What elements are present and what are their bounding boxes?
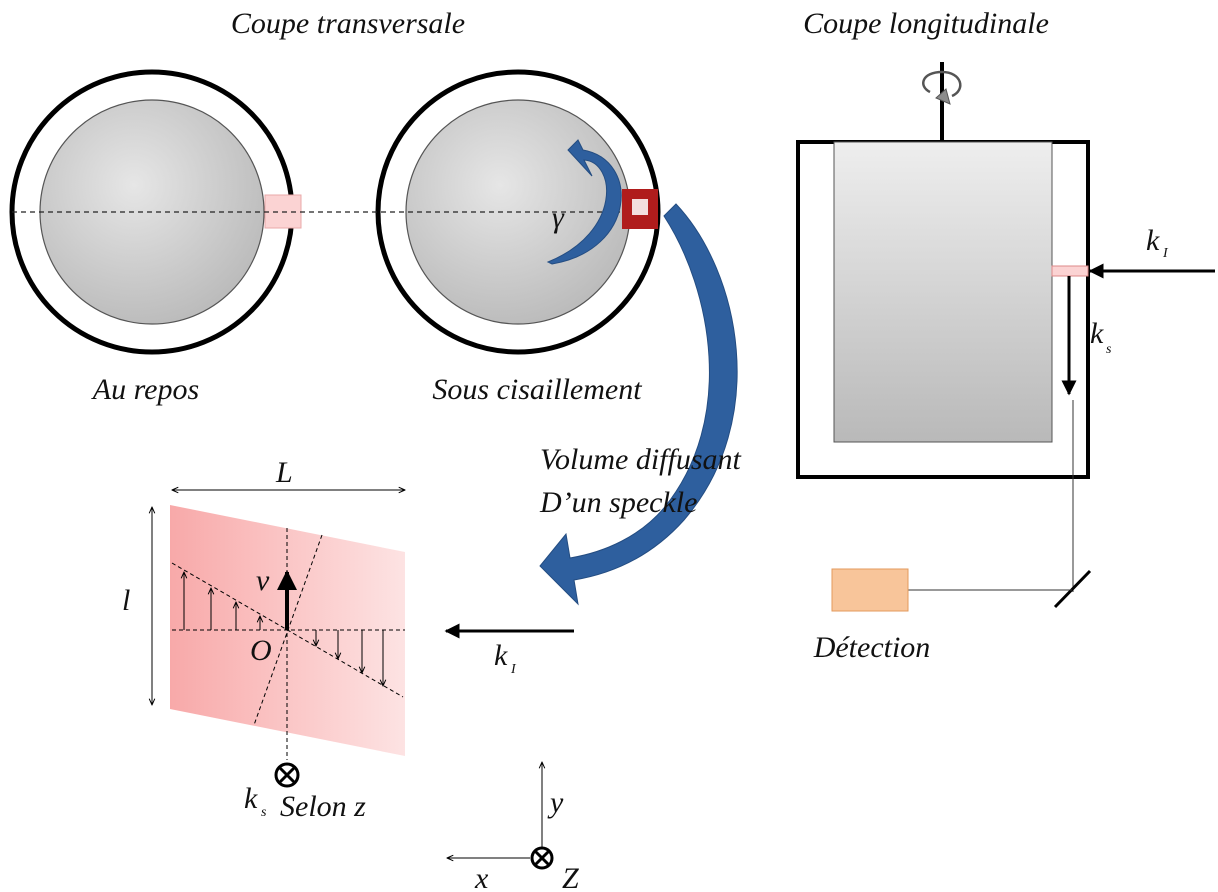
gamma-label: γ — [552, 201, 565, 234]
k-incident-right-sub: I — [1162, 246, 1169, 261]
label-au-repos: Au repos — [91, 373, 199, 406]
rotation-arrow-icon — [546, 139, 622, 265]
title-coupe-transversale: Coupe transversale — [231, 7, 465, 40]
axis-z-label: Z — [562, 862, 579, 892]
inner-rotor — [833, 141, 1053, 443]
k-scattered-right-sub: s — [1106, 342, 1112, 357]
title-coupe-longitudinale: Coupe longitudinale — [803, 7, 1049, 40]
label-L: L — [275, 456, 293, 489]
k-scattered-bottom-sub: s — [261, 805, 267, 820]
k-scattered-bottom: k — [244, 782, 258, 815]
coordinate-axes — [447, 762, 554, 870]
k-scattered-right: k — [1090, 317, 1104, 350]
mirror — [1053, 569, 1092, 609]
scattering-volume-longitudinal — [1051, 265, 1089, 277]
zoom-curved-arrow-icon — [539, 203, 738, 606]
longitudinal-section — [796, 62, 1090, 479]
shaft-rotation-icon — [922, 70, 962, 98]
label-dun-speckle: D’un speckle — [539, 486, 697, 519]
detector-box — [831, 568, 909, 612]
k-incident-bottom: k — [494, 639, 508, 672]
zoomed-volume — [152, 490, 405, 788]
k-incident-right: k — [1146, 224, 1160, 257]
axis-x-label: x — [474, 862, 489, 892]
label-v: v — [256, 564, 270, 597]
label-l: l — [122, 584, 130, 617]
k-incident-bottom-sub: I — [510, 662, 517, 677]
label-selon-z: Selon z — [280, 790, 366, 823]
scattering-volume-shear-inner — [632, 199, 648, 215]
label-detection: Détection — [813, 631, 931, 664]
axis-y-label: y — [547, 786, 564, 819]
label-sous-cisaillement: Sous cisaillement — [432, 373, 642, 406]
label-O: O — [250, 634, 272, 667]
label-volume-diffusant: Volume diffusant — [540, 443, 741, 476]
